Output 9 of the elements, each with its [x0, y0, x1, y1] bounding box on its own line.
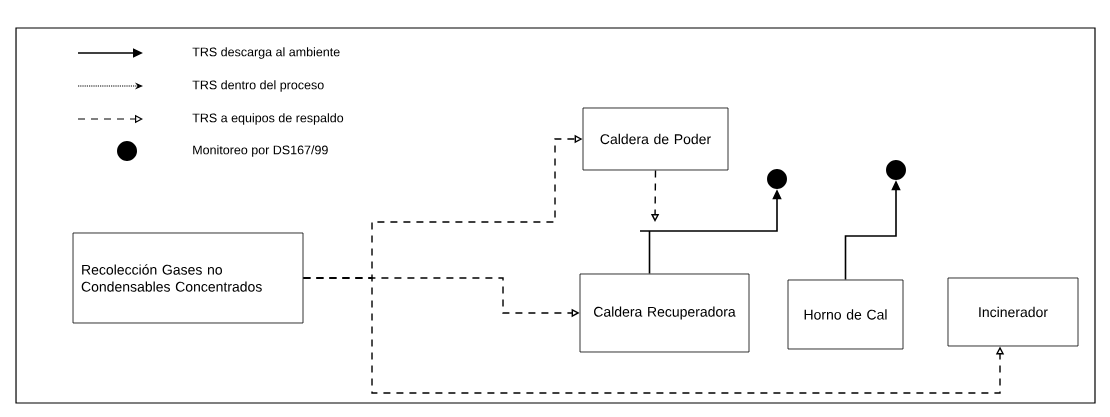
- legend-label: Monitoreo por DS167/99: [193, 145, 328, 157]
- process-box: Recolección Gases no Condensables Concentrados: [72, 232, 304, 324]
- process-box: Caldera Recuperadora: [579, 273, 750, 353]
- process-box: Horno de Cal: [787, 279, 904, 350]
- legend-label: TRS a equipos de respaldo: [192, 113, 344, 125]
- legend-label: TRS dentro del proceso: [192, 80, 324, 92]
- process-box: Caldera de Poder: [582, 107, 729, 171]
- process-box: Incinerador: [947, 277, 1079, 347]
- legend-label: TRS descarga al ambiente: [192, 47, 340, 59]
